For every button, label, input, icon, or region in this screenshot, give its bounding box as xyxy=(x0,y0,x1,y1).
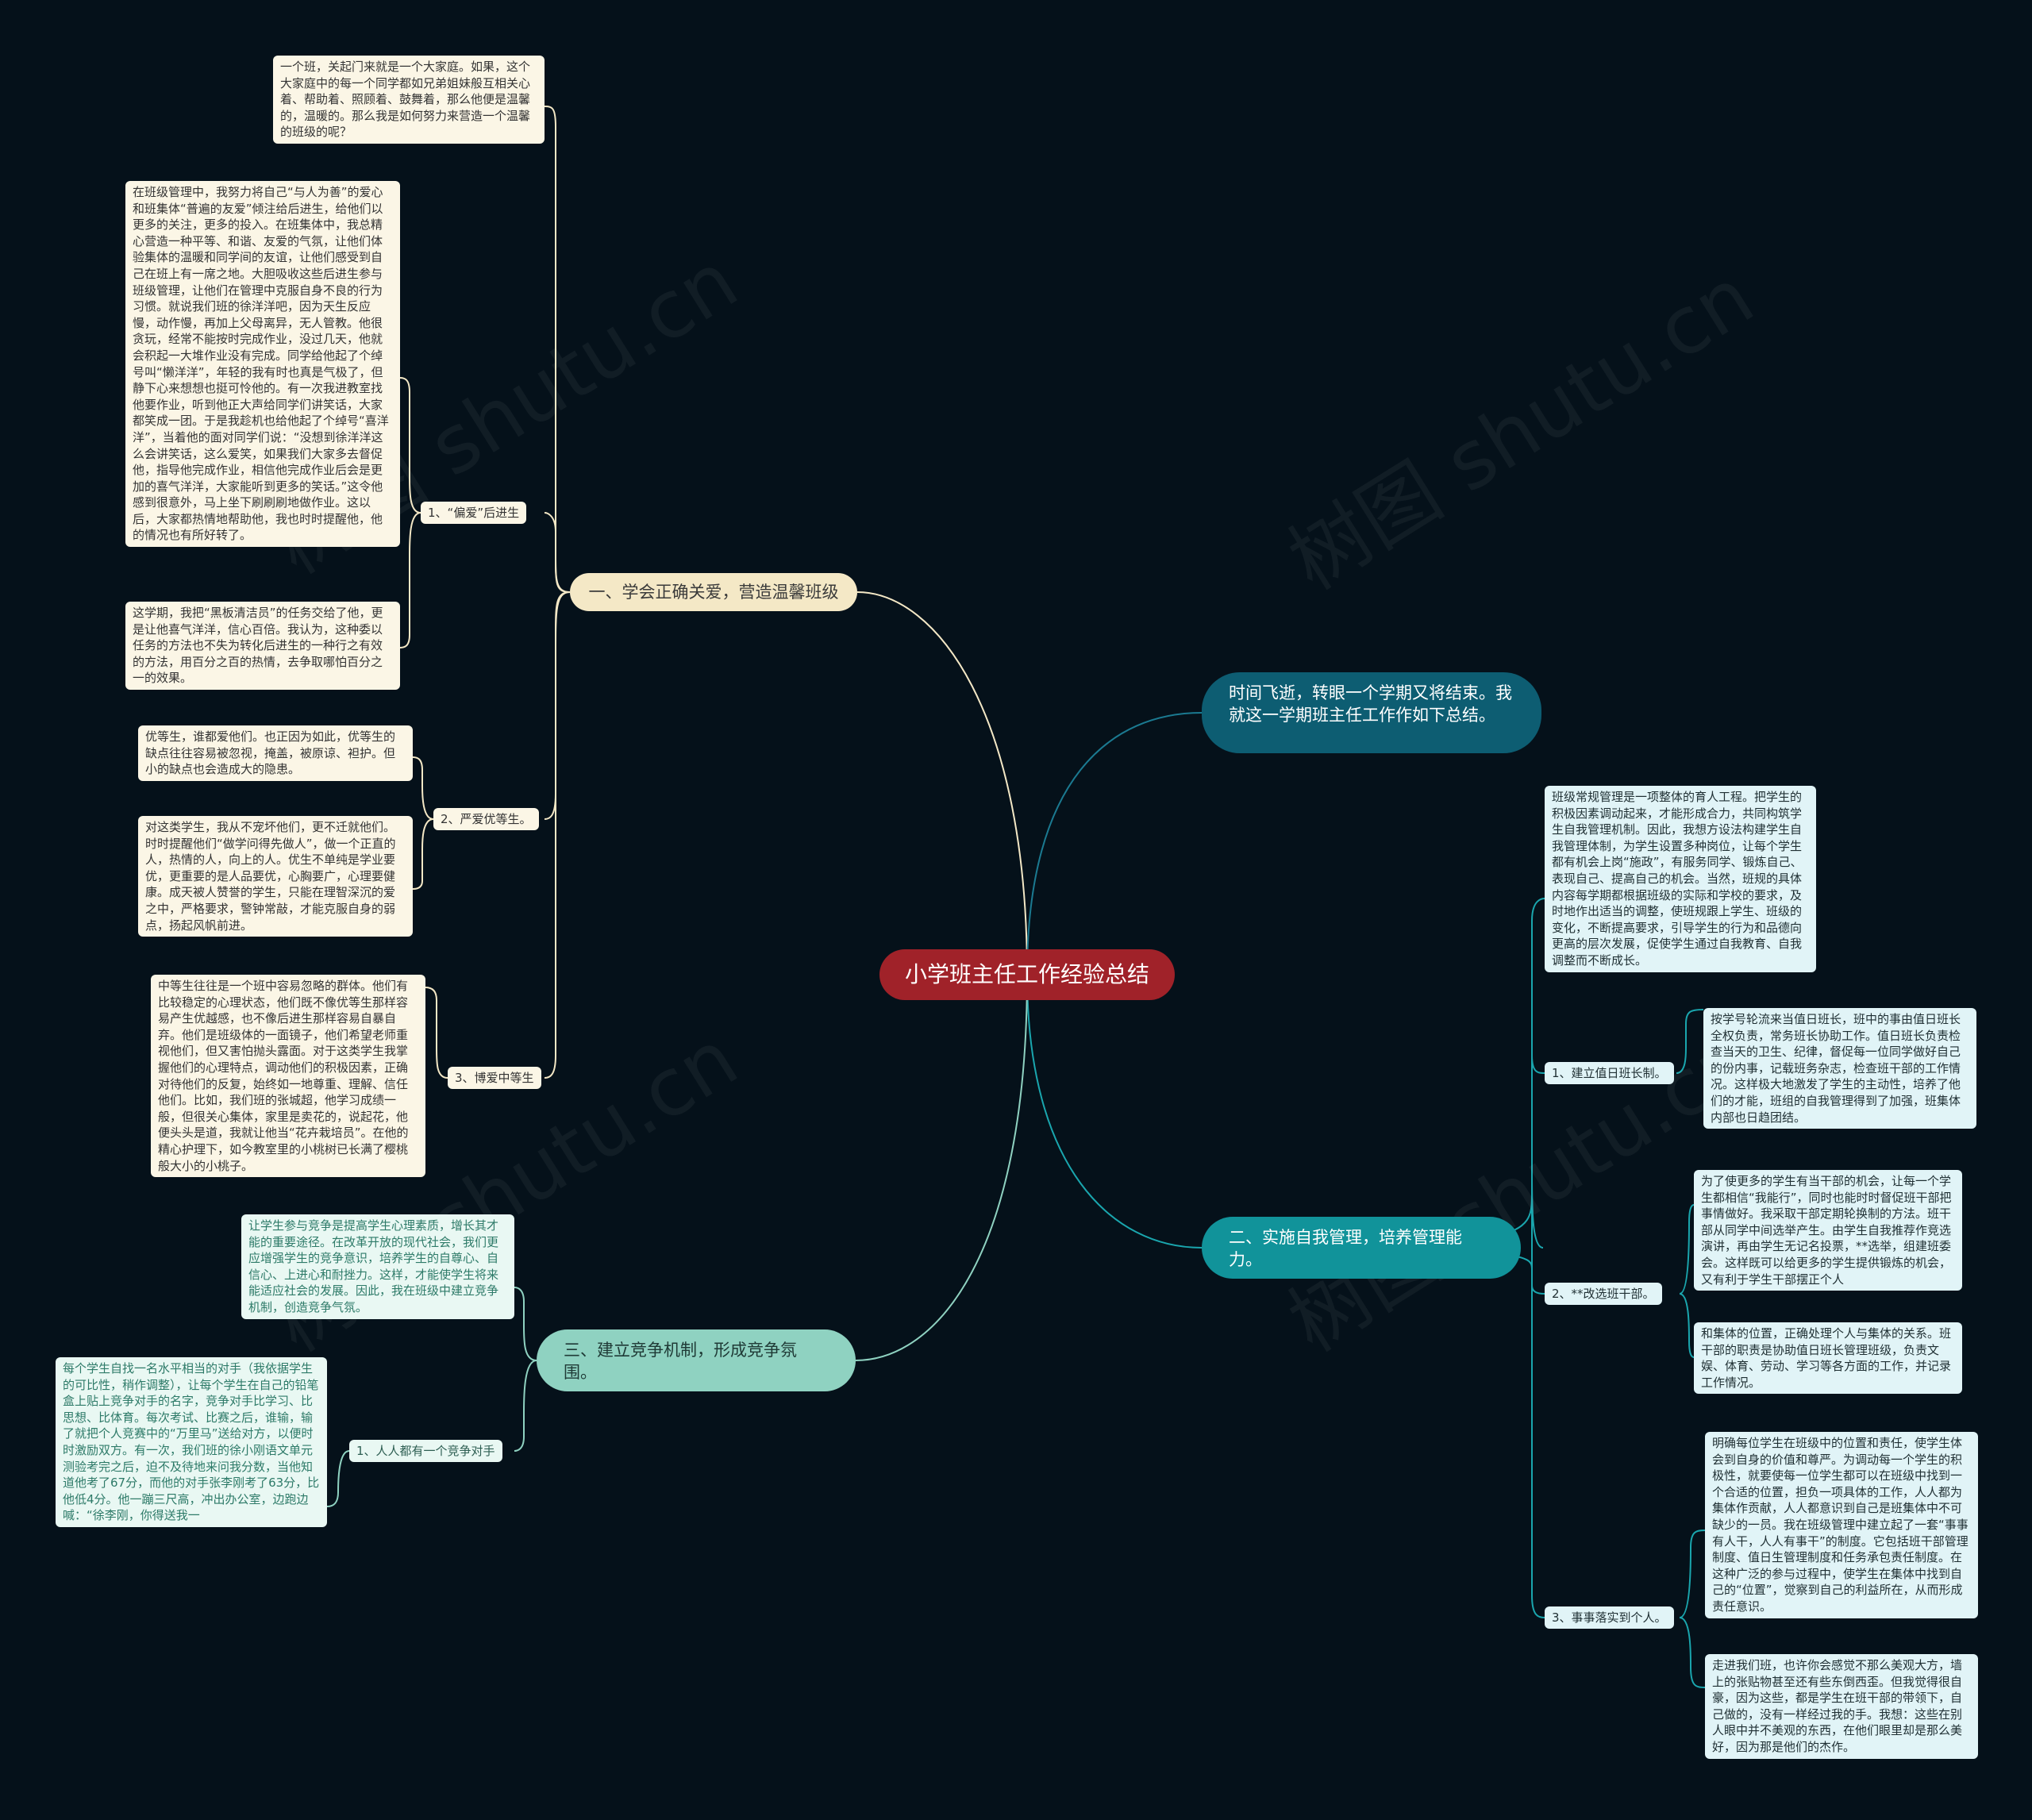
branch1-links xyxy=(399,106,571,1079)
branch3-intro-note[interactable]: 班级常规管理是一项整体的育人工程。把学生的积极因素调动起来，才能形成合力，共同构… xyxy=(1545,786,1816,972)
branch-4-topic[interactable]: 三、建立竞争机制，形成竞争氛围。 xyxy=(537,1329,856,1391)
branch1-sub1-label[interactable]: 1、“偏爱”后进生 xyxy=(421,502,527,524)
branch3-sub3-label[interactable]: 3、事事落实到个人。 xyxy=(1545,1606,1674,1629)
branch4-sub1-label[interactable]: 1、人人都有一个竞争对手 xyxy=(349,1440,502,1462)
branch1-sub2-leaf1[interactable]: 优等生，谁都爱他们。也正因为如此，优等生的缺点往往容易被忽视，掩盖，被原谅、袒护… xyxy=(138,725,413,781)
branch3-sub2-label[interactable]: 2、**改选班干部。 xyxy=(1545,1283,1662,1305)
branch4-sub1-leaf1[interactable]: 每个学生自找一名水平相当的对手（我依据学生的可比性，稍作调整），让每个学生在自己… xyxy=(56,1357,327,1527)
branch4-intro-note[interactable]: 让学生参与竞争是提高学生心理素质，增长其才能的重要途径。在改革开放的现代社会，我… xyxy=(241,1214,514,1319)
branch4-links xyxy=(326,1287,537,1507)
branch3-sub3-leaf2[interactable]: 走进我们班，也许你会感觉不那么美观大方，墙上的张贴物甚至还有些东倒西歪。但我觉得… xyxy=(1705,1654,1978,1759)
branch-1-topic[interactable]: 一、学会正确关爱，营造温馨班级 xyxy=(570,573,857,611)
branch3-sub2-leaf1[interactable]: 为了使更多的学生有当干部的机会，让每一个学生都相信“我能行”，同时也能时时督促班… xyxy=(1694,1170,1962,1291)
link-root-branch4 xyxy=(855,974,1028,1361)
branch1-intro-note[interactable]: 一个班，关起门来就是一个大家庭。如果，这个大家庭中的每一个同学都如兄弟姐妹般互相… xyxy=(273,56,545,144)
branch3-sub3-leaf1[interactable]: 明确每位学生在班级中的位置和责任，使学生体会到自身的价值和尊严。为调动每一个学生… xyxy=(1705,1432,1978,1618)
root-topic[interactable]: 小学班主任工作经验总结 xyxy=(879,949,1175,1000)
branch1-sub3-leaf1[interactable]: 中等生往往是一个班中容易忽略的群体。他们有比较稳定的心理状态，他们既不像优等生那… xyxy=(151,975,425,1178)
branch1-sub2-label[interactable]: 2、严爱优等生。 xyxy=(433,808,539,830)
link-root-branch3 xyxy=(1026,974,1203,1249)
branch1-sub2-leaf2[interactable]: 对这类学生，我从不宠坏他们，更不迁就他们。时时提醒他们“做学问得先做人”，做一个… xyxy=(138,816,413,937)
branch1-sub1-leaf2[interactable]: 这学期，我把“黑板清洁员”的任务交给了他，更是让他喜气洋洋，信心百倍。我认为，这… xyxy=(125,602,400,690)
branch-3-topic[interactable]: 二、实施自我管理，培养管理能力。 xyxy=(1202,1217,1521,1279)
branch3-sub1-label[interactable]: 1、建立值日班长制。 xyxy=(1545,1062,1674,1084)
branch3-sub2-leaf2[interactable]: 和集体的位置，正确处理个人与集体的关系。班干部的职责是协助值日班长管理班级，负责… xyxy=(1694,1322,1962,1395)
branch1-sub1-leaf1[interactable]: 在班级管理中，我努力将自己“与人为善”的爱心和班集体“普遍的友爱”倾注给后进生，… xyxy=(125,181,400,548)
link-root-branch2 xyxy=(1026,712,1203,975)
link-root-branch1 xyxy=(856,591,1028,975)
branch-2-topic[interactable]: 时间飞逝，转眼一个学期又将结束。我就这一学期班主任工作作如下总结。 xyxy=(1202,672,1541,753)
branch1-sub3-label[interactable]: 3、博爱中等生 xyxy=(448,1067,541,1089)
branch3-sub1-leaf1[interactable]: 按学号轮流来当值日班长，班中的事由值日班长全权负责，常务班长协助工作。值日班长负… xyxy=(1703,1008,1976,1129)
